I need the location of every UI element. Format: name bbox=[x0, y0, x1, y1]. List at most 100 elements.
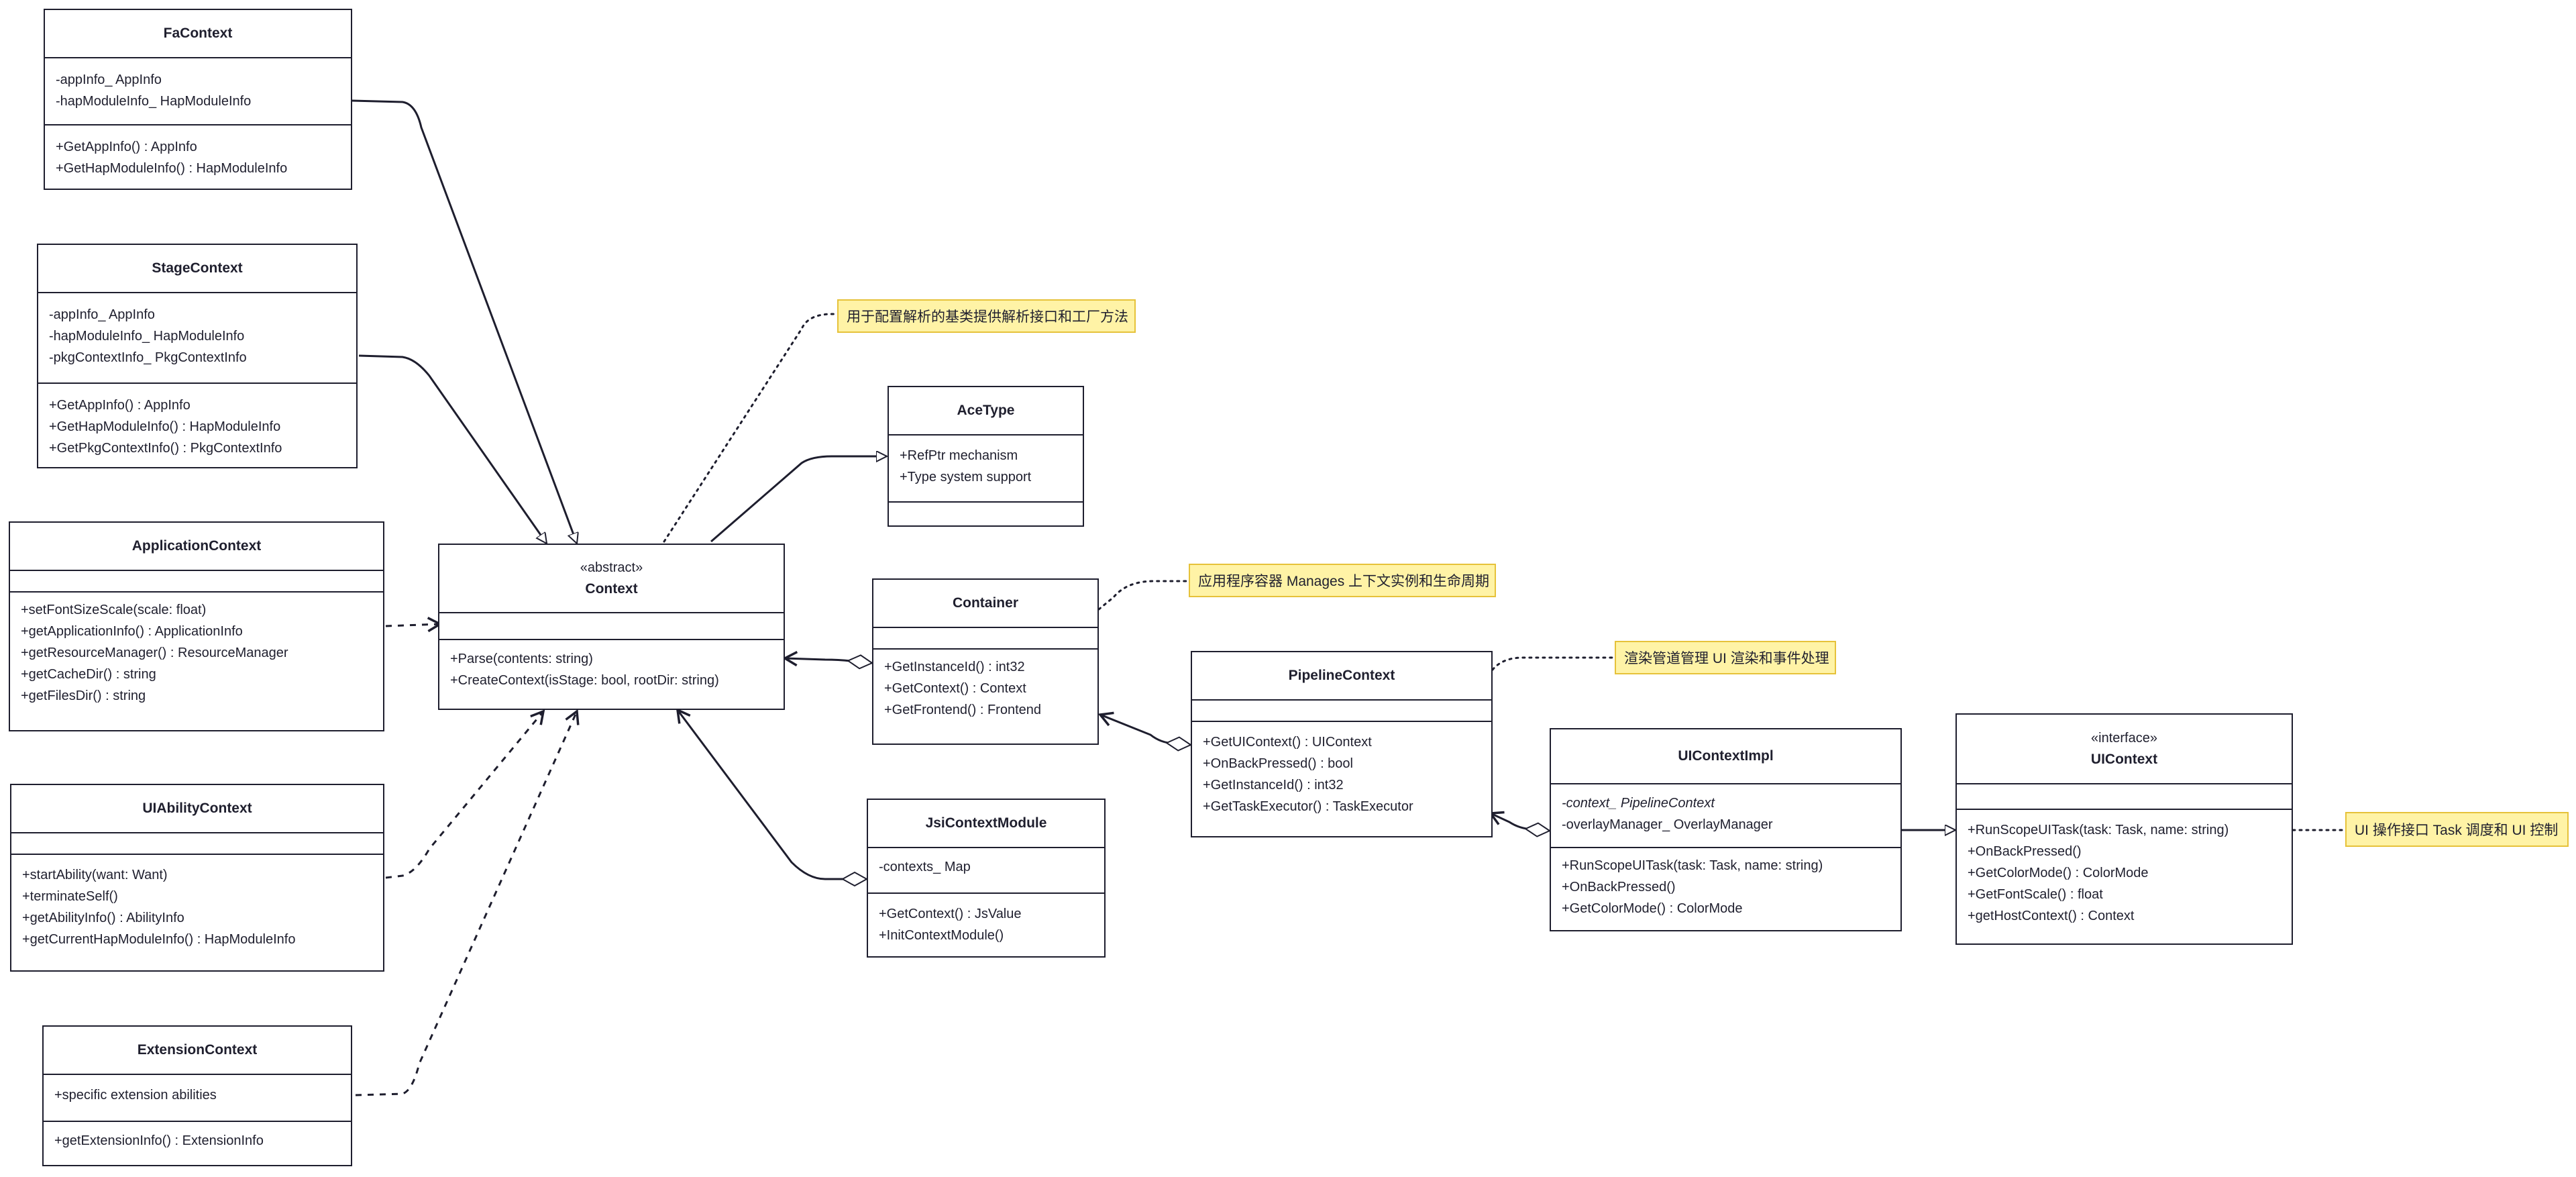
attribute: -appInfo_ AppInfo bbox=[56, 72, 162, 87]
class-header: ApplicationContext bbox=[10, 523, 383, 571]
attributes-section bbox=[439, 613, 784, 640]
class-name: Container bbox=[952, 595, 1018, 611]
class-uicontextimpl[interactable]: UIContextImpl -context_ PipelineContext … bbox=[1550, 728, 1902, 931]
method: +terminateSelf() bbox=[22, 889, 118, 904]
methods-section: +getExtensionInfo() : ExtensionInfo bbox=[44, 1122, 351, 1156]
attributes-section: -appInfo_ AppInfo -hapModuleInfo_ HapMod… bbox=[45, 58, 351, 125]
edge-jsi-to-context bbox=[678, 710, 867, 879]
attribute: -hapModuleInfo_ HapModuleInfo bbox=[49, 329, 245, 344]
method: +getCurrentHapModuleInfo() : HapModuleIn… bbox=[22, 932, 296, 947]
attribute: -pkgContextInfo_ PkgContextInfo bbox=[49, 350, 247, 365]
class-uiabilitycontext[interactable]: UIAbilityContext +startAbility(want: Wan… bbox=[10, 784, 384, 972]
class-applicationcontext[interactable]: ApplicationContext +setFontSizeScale(sca… bbox=[9, 521, 384, 731]
class-header: ExtensionContext bbox=[44, 1027, 351, 1075]
note-link-pipeline bbox=[1491, 656, 1616, 671]
edge-container-to-context bbox=[785, 658, 872, 663]
attributes-section bbox=[1192, 701, 1491, 722]
methods-section: +setFontSizeScale(scale: float) +getAppl… bbox=[10, 593, 383, 711]
class-header: AceType bbox=[889, 387, 1083, 436]
attribute: +RefPtr mechanism bbox=[900, 448, 1018, 463]
method: +OnBackPressed() bbox=[1968, 844, 2082, 859]
attributes-section bbox=[873, 628, 1097, 650]
class-header: FaContext bbox=[45, 10, 351, 58]
method: +getExtensionInfo() : ExtensionInfo bbox=[54, 1133, 264, 1148]
attributes-section: -appInfo_ AppInfo -hapModuleInfo_ HapMod… bbox=[38, 293, 356, 384]
class-header: UIAbilityContext bbox=[11, 785, 383, 833]
class-name: Context bbox=[585, 581, 638, 597]
method: +GetHapModuleInfo() : HapModuleInfo bbox=[49, 419, 281, 434]
methods-section: +GetContext() : JsValue +InitContextModu… bbox=[868, 894, 1104, 950]
class-name: StageContext bbox=[152, 260, 243, 276]
method: +GetPkgContextInfo() : PkgContextInfo bbox=[49, 441, 282, 456]
edge-impl-to-pipeline bbox=[1491, 813, 1550, 831]
class-header: Container bbox=[873, 580, 1097, 628]
attributes-section: +specific extension abilities bbox=[44, 1075, 351, 1122]
edge-extension-to-context bbox=[355, 709, 580, 1096]
class-name: ApplicationContext bbox=[131, 538, 262, 554]
attribute: +Type system support bbox=[900, 470, 1032, 484]
attributes-section bbox=[1957, 784, 2292, 810]
class-pipelinecontext[interactable]: PipelineContext +GetUIContext() : UICont… bbox=[1191, 651, 1493, 837]
class-jsicontextmodule[interactable]: JsiContextModule -contexts_ Map +GetCont… bbox=[867, 799, 1106, 958]
method: +GetAppInfo() : AppInfo bbox=[49, 398, 191, 413]
attributes-section: +RefPtr mechanism +Type system support bbox=[889, 436, 1083, 503]
note-link-container bbox=[1097, 580, 1190, 611]
method: +getAbilityInfo() : AbilityInfo bbox=[22, 911, 184, 925]
methods-section: +startAbility(want: Want) +terminateSelf… bbox=[11, 855, 383, 954]
class-name: PipelineContext bbox=[1288, 668, 1395, 683]
method: +RunScopeUITask(task: Task, name: string… bbox=[1968, 823, 2229, 837]
class-uicontext[interactable]: «interface» UIContext +RunScopeUITask(ta… bbox=[1955, 713, 2293, 945]
attributes-section bbox=[10, 571, 383, 593]
stereotype: «abstract» bbox=[580, 560, 643, 575]
attribute: -overlayManager_ OverlayManager bbox=[1562, 817, 1773, 832]
method: +GetFontScale() : float bbox=[1968, 887, 2103, 902]
attribute: -appInfo_ AppInfo bbox=[49, 307, 155, 322]
method: +setFontSizeScale(scale: float) bbox=[21, 603, 207, 617]
attribute: -context_ PipelineContext bbox=[1562, 796, 1715, 811]
edge-context-to-acetype bbox=[710, 456, 887, 543]
note-uicontext: UI 操作接口 Task 调度和 UI 控制 bbox=[2345, 812, 2569, 847]
method: +GetUIContext() : UIContext bbox=[1203, 735, 1372, 750]
method: +startAbility(want: Want) bbox=[22, 868, 168, 882]
class-facontext[interactable]: FaContext -appInfo_ AppInfo -hapModuleIn… bbox=[44, 9, 352, 190]
methods-section: +Parse(contents: string) +CreateContext(… bbox=[439, 640, 784, 695]
methods-section: +GetAppInfo() : AppInfo +GetHapModuleInf… bbox=[38, 384, 356, 463]
class-context[interactable]: «abstract» Context +Parse(contents: stri… bbox=[438, 544, 785, 710]
method: +Parse(contents: string) bbox=[450, 652, 593, 666]
note-link-context bbox=[663, 313, 839, 543]
class-name: JsiContextModule bbox=[925, 815, 1047, 831]
method: +OnBackPressed() : bool bbox=[1203, 756, 1353, 771]
methods-section: +RunScopeUITask(task: Task, name: string… bbox=[1957, 810, 2292, 931]
class-acetype[interactable]: AceType +RefPtr mechanism +Type system s… bbox=[888, 386, 1084, 527]
method: +getFilesDir() : string bbox=[21, 688, 146, 703]
method: +GetHapModuleInfo() : HapModuleInfo bbox=[56, 161, 288, 176]
attributes-section: -context_ PipelineContext -overlayManage… bbox=[1551, 784, 1900, 848]
method: +getResourceManager() : ResourceManager bbox=[21, 646, 288, 660]
method: +InitContextModule() bbox=[879, 928, 1004, 943]
class-stagecontext[interactable]: StageContext -appInfo_ AppInfo -hapModul… bbox=[37, 244, 358, 468]
method: +GetContext() : Context bbox=[884, 681, 1026, 696]
class-name: UIAbilityContext bbox=[142, 801, 252, 816]
methods-section: +GetAppInfo() : AppInfo +GetHapModuleInf… bbox=[45, 125, 351, 183]
method: +OnBackPressed() bbox=[1562, 880, 1676, 894]
method: +GetColorMode() : ColorMode bbox=[1968, 866, 2149, 880]
attributes-section bbox=[11, 833, 383, 855]
methods-section: +GetInstanceId() : int32 +GetContext() :… bbox=[873, 650, 1097, 725]
stereotype: «interface» bbox=[2091, 731, 2157, 746]
edge-uiability-to-context bbox=[385, 709, 545, 879]
class-name: FaContext bbox=[163, 25, 233, 41]
attribute: -hapModuleInfo_ HapModuleInfo bbox=[56, 94, 252, 109]
method: +GetTaskExecutor() : TaskExecutor bbox=[1203, 799, 1413, 814]
class-header: UIContextImpl bbox=[1551, 729, 1900, 784]
method: +GetAppInfo() : AppInfo bbox=[56, 140, 197, 154]
edge-fa-to-context bbox=[352, 99, 577, 544]
methods-section bbox=[889, 503, 1083, 511]
class-extensioncontext[interactable]: ExtensionContext +specific extension abi… bbox=[42, 1025, 352, 1166]
class-header: StageContext bbox=[38, 245, 356, 293]
edge-application-to-context bbox=[385, 617, 443, 633]
method: +GetColorMode() : ColorMode bbox=[1562, 901, 1743, 916]
edge-stage-to-context bbox=[358, 354, 547, 544]
class-container[interactable]: Container +GetInstanceId() : int32 +GetC… bbox=[872, 578, 1099, 745]
attributes-section: -contexts_ Map bbox=[868, 848, 1104, 894]
class-header: JsiContextModule bbox=[868, 800, 1104, 848]
